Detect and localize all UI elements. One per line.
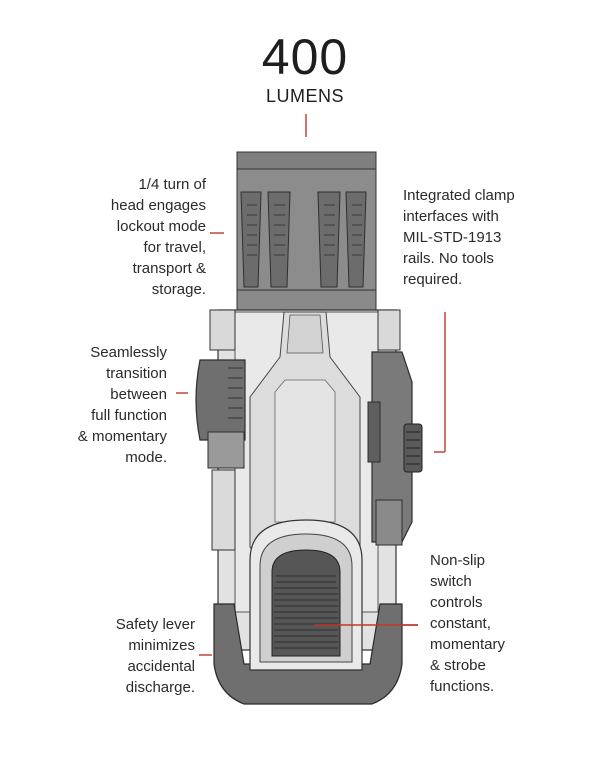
- callout-lockout: 1/4 turn of head engages lockout mode fo…: [110, 176, 206, 298]
- callout-clamp: Integrated clamp interfaces with MIL-STD…: [403, 187, 515, 288]
- bezel-head: [236, 151, 377, 312]
- non-slip-switch-pad: [271, 549, 341, 657]
- callout-transition: Seamlessly transition between full funct…: [77, 344, 167, 466]
- callout-switch: Non-slip switch controls constant, momen…: [430, 552, 506, 695]
- rail-clamp-right: [367, 351, 423, 546]
- callout-safety: Safety lever minimizes accidental discha…: [115, 616, 195, 696]
- lumens-value: 400: [261, 29, 349, 85]
- lumens-unit: LUMENS: [265, 86, 344, 106]
- mode-selector-left: [195, 359, 246, 469]
- safety-lever-housing: [213, 603, 403, 705]
